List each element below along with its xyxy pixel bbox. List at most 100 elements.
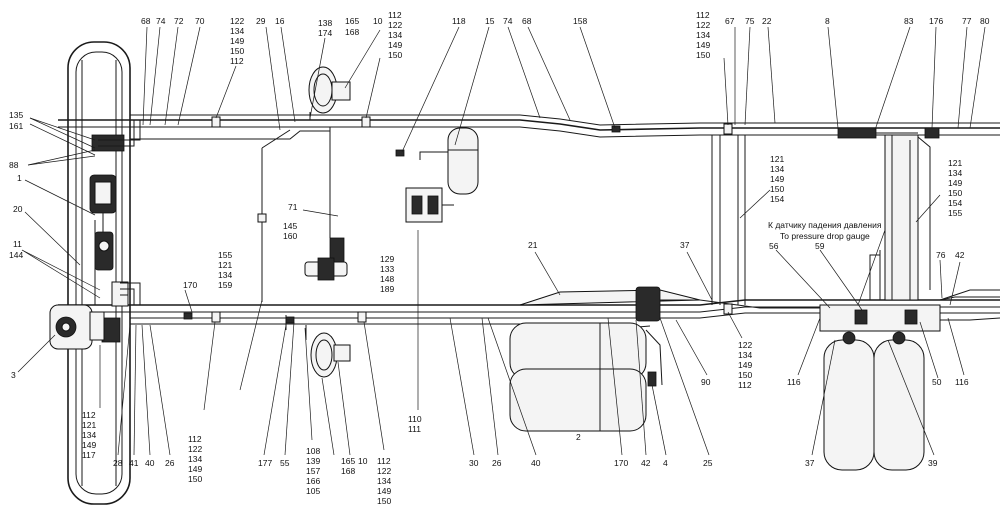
stack-item: 121 bbox=[948, 158, 962, 168]
stack-item: 149 bbox=[696, 40, 710, 50]
stack-item: 149 bbox=[738, 360, 752, 370]
label-26b: 26 bbox=[165, 458, 175, 468]
callout-stacks: 122 134 149 150 112 112 122 134 149 150 … bbox=[82, 10, 962, 506]
stack-item: 150 bbox=[377, 496, 391, 506]
stack-item: 139 bbox=[306, 456, 320, 466]
stack-item: 166 bbox=[306, 476, 320, 486]
label-170b: 170 bbox=[614, 458, 628, 468]
label-176: 176 bbox=[929, 16, 943, 26]
label-68a: 68 bbox=[141, 16, 151, 26]
label-165b: 165 bbox=[341, 456, 355, 466]
stack-item: 112 bbox=[377, 456, 391, 466]
label-3: 3 bbox=[11, 370, 16, 380]
stack-s10: 112 121 134 149 117 bbox=[82, 410, 96, 460]
label-42b: 42 bbox=[641, 458, 651, 468]
label-50: 50 bbox=[932, 377, 942, 387]
label-40a: 40 bbox=[531, 458, 541, 468]
leader-lines bbox=[17, 26, 986, 456]
label-59: 59 bbox=[815, 241, 825, 251]
stack-s4: 121 134 149 150 154 bbox=[770, 154, 784, 204]
label-41: 41 bbox=[129, 458, 139, 468]
label-22: 22 bbox=[762, 16, 772, 26]
stack-item: 112 bbox=[696, 10, 710, 20]
label-144: 144 bbox=[9, 250, 23, 260]
label-10b: 10 bbox=[358, 456, 368, 466]
rear-pipe-runs bbox=[699, 296, 1000, 309]
stack-item: 150 bbox=[696, 50, 710, 60]
label-1: 1 bbox=[17, 173, 22, 183]
stack-item: 149 bbox=[377, 486, 391, 496]
label-135: 135 bbox=[9, 110, 23, 120]
label-75: 75 bbox=[745, 16, 755, 26]
label-25: 25 bbox=[703, 458, 713, 468]
pressure-regulator bbox=[405, 187, 454, 223]
label-90: 90 bbox=[701, 377, 711, 387]
stack-item: 154 bbox=[770, 194, 784, 204]
rear-brake-chambers bbox=[823, 331, 925, 471]
front-hose-bundle bbox=[94, 120, 141, 305]
stack-item: 122 bbox=[230, 16, 244, 26]
stack-item: 149 bbox=[948, 178, 962, 188]
label-15: 15 bbox=[485, 16, 495, 26]
stack-s9: 110 111 bbox=[408, 414, 422, 434]
note-russian: К датчику падения давления bbox=[768, 220, 882, 230]
label-10a: 10 bbox=[373, 16, 383, 26]
label-161: 161 bbox=[9, 121, 23, 131]
stack-item: 134 bbox=[230, 26, 244, 36]
brake-chamber-front bbox=[49, 304, 105, 350]
stack-item: 134 bbox=[188, 454, 202, 464]
label-116b: 116 bbox=[955, 377, 969, 387]
label-160: 160 bbox=[283, 231, 297, 241]
label-55: 55 bbox=[280, 458, 290, 468]
stack-item: 105 bbox=[306, 486, 320, 496]
stack-item: 134 bbox=[388, 30, 402, 40]
label-39: 39 bbox=[928, 458, 938, 468]
stack-item: 122 bbox=[188, 444, 202, 454]
label-72: 72 bbox=[174, 16, 184, 26]
air-tanks bbox=[509, 286, 701, 432]
stack-item: 149 bbox=[82, 440, 96, 450]
label-42a: 42 bbox=[955, 250, 965, 260]
stack-s6: 155 121 134 159 bbox=[218, 250, 232, 290]
label-158: 158 bbox=[573, 16, 587, 26]
label-30: 30 bbox=[469, 458, 479, 468]
brake-chamber-upper bbox=[308, 66, 351, 120]
label-74b: 74 bbox=[503, 16, 513, 26]
label-70: 70 bbox=[195, 16, 205, 26]
label-177: 177 bbox=[258, 458, 272, 468]
stack-item: 117 bbox=[82, 450, 96, 460]
label-11: 11 bbox=[13, 239, 22, 249]
note-english: To pressure drop gauge bbox=[780, 231, 870, 241]
label-138: 138 bbox=[318, 18, 332, 28]
label-2: 2 bbox=[576, 432, 581, 442]
stack-item: 134 bbox=[377, 476, 391, 486]
label-37b: 37 bbox=[805, 458, 815, 468]
stack-s7: 129 133 148 189 bbox=[380, 254, 394, 294]
stack-s11: 112 122 134 149 150 bbox=[188, 434, 202, 484]
stack-item: 122 bbox=[738, 340, 752, 350]
label-67: 67 bbox=[725, 16, 735, 26]
stack-item: 112 bbox=[738, 380, 752, 390]
label-170a: 170 bbox=[183, 280, 197, 290]
label-168b: 168 bbox=[341, 466, 355, 476]
stack-item: 134 bbox=[738, 350, 752, 360]
front-brake-valves bbox=[91, 134, 129, 343]
stack-item: 154 bbox=[948, 198, 962, 208]
stack-item: 189 bbox=[380, 284, 394, 294]
stack-item: 121 bbox=[218, 260, 232, 270]
stack-item: 134 bbox=[82, 430, 96, 440]
stack-item: 134 bbox=[948, 168, 962, 178]
stack-item: 133 bbox=[380, 264, 394, 274]
label-118: 118 bbox=[452, 16, 466, 26]
label-4: 4 bbox=[663, 458, 668, 468]
stack-item: 149 bbox=[230, 36, 244, 46]
label-8: 8 bbox=[825, 16, 830, 26]
label-168a: 168 bbox=[345, 27, 359, 37]
stack-item: 112 bbox=[188, 434, 202, 444]
callout-labels: 68 74 72 70 29 16 138 174 165 168 10 118… bbox=[9, 16, 990, 476]
stack-item: 112 bbox=[230, 56, 244, 66]
label-26a: 26 bbox=[492, 458, 502, 468]
label-74a: 74 bbox=[156, 16, 166, 26]
stack-item: 150 bbox=[770, 184, 784, 194]
rear-valves bbox=[819, 127, 941, 332]
